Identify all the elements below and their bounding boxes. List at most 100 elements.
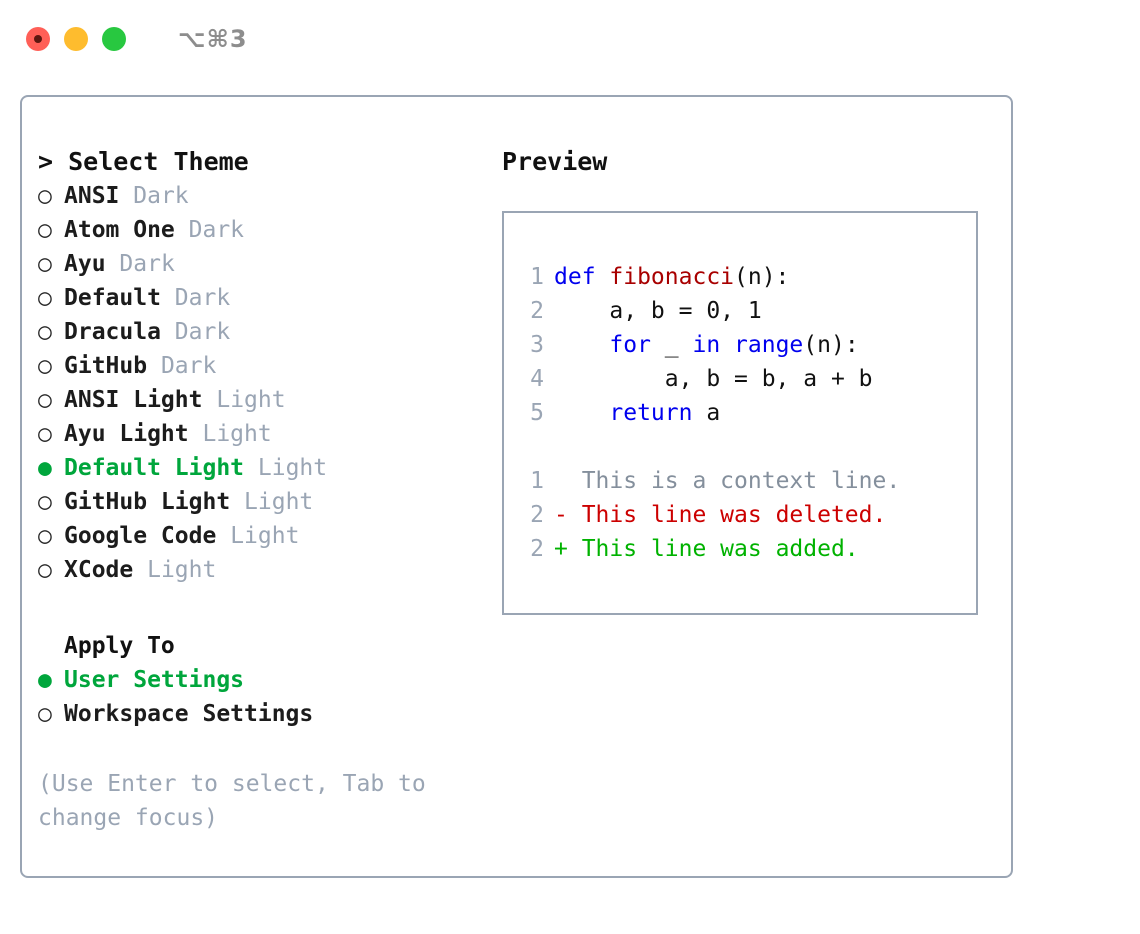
theme-name: ANSI — [64, 183, 120, 209]
apply-to-title: Apply To — [64, 633, 175, 659]
theme-name: Default — [64, 285, 161, 311]
diff-text: This is a context line. — [567, 468, 901, 494]
code-line-3: 3 for _ in range(n): — [520, 328, 970, 362]
line-number: 1 — [530, 264, 544, 290]
theme-tag — [202, 387, 216, 413]
theme-list-item-default-dark[interactable]: ○ Default Dark — [38, 281, 478, 315]
theme-tag-label: Light — [202, 421, 272, 447]
close-button[interactable] — [26, 27, 50, 51]
code-line-4: 4 a, b = b, a + b — [520, 362, 970, 396]
diff-text: This line was deleted. — [567, 502, 887, 528]
theme-tag — [147, 353, 161, 379]
code-keyword-2: in — [692, 332, 735, 358]
theme-tag — [189, 421, 203, 447]
code-function-name: fibonacci — [609, 264, 735, 290]
diff-sign: + — [554, 536, 568, 562]
theme-name: Ayu Light — [64, 421, 189, 447]
theme-name: Google Code — [64, 523, 217, 549]
theme-name: ANSI Light — [64, 387, 203, 413]
radio-icon: ○ — [38, 183, 52, 209]
preview-header: Preview — [502, 147, 608, 176]
theme-list-item-atom-one-dark[interactable]: ○Atom One Dark — [38, 213, 478, 247]
theme-tag-label: Light — [257, 455, 328, 481]
diff-text: This line was added. — [567, 536, 859, 562]
apply-to-option-label: Workspace Settings — [64, 701, 314, 727]
radio-icon: ○ — [38, 557, 52, 583]
theme-tag-label: Light — [244, 489, 314, 515]
code-keyword: return — [609, 400, 707, 426]
theme-selection-column: > Select Theme ○ANSI Dark ○Atom One Dark… — [38, 145, 478, 835]
theme-list-item-ansi-light[interactable]: ○ ANSI Light Light — [38, 383, 478, 417]
theme-list-item-github-light[interactable]: ○ GitHub Light Light — [38, 485, 478, 519]
theme-tag — [216, 523, 230, 549]
code-builtin: range — [734, 332, 804, 358]
apply-to-option-user-settings[interactable]: ●User Settings — [38, 663, 478, 697]
theme-tag-label: Dark — [174, 319, 231, 345]
diff-line-deleted: 2- This line was deleted. — [520, 498, 970, 532]
theme-name: GitHub — [64, 353, 148, 379]
diff-sign: - — [554, 502, 568, 528]
radio-icon: ○ — [38, 285, 52, 311]
radio-icon-selected: ● — [38, 667, 52, 693]
theme-list[interactable]: ○ANSI Dark ○Atom One Dark ○Ayu Dark ○Def… — [38, 179, 478, 587]
code-text: a — [706, 400, 721, 426]
diff-sign — [554, 468, 568, 494]
line-number: 2 — [530, 502, 544, 528]
line-number: 3 — [530, 332, 544, 358]
line-number: 5 — [530, 400, 544, 426]
radio-icon: ○ — [38, 489, 52, 515]
apply-to-section: Apply To ●User Settings ○ Workspace Setti… — [38, 629, 478, 731]
theme-tag — [106, 251, 120, 277]
code-indent — [554, 400, 609, 426]
theme-name: Ayu — [64, 251, 106, 277]
line-number: 2 — [530, 536, 544, 562]
theme-list-item-dracula-dark[interactable]: ○Dracula Dark — [38, 315, 478, 349]
theme-list-item-ayu-light[interactable]: ○ Ayu Light Light — [38, 417, 478, 451]
radio-icon: ○ — [38, 421, 52, 447]
maximize-button[interactable] — [102, 27, 126, 51]
theme-tag-label: Dark — [119, 251, 175, 277]
theme-list-item-ayu-dark[interactable]: ○Ayu Dark — [38, 247, 478, 281]
theme-name: XCode — [64, 557, 134, 583]
code-keyword: def — [554, 264, 610, 290]
theme-name: Atom One — [64, 217, 175, 243]
theme-name: GitHub Light — [64, 489, 231, 515]
theme-tag — [244, 455, 258, 481]
line-number: 1 — [530, 468, 544, 494]
theme-tag-label: Dark — [160, 353, 217, 379]
code-text: (n): — [734, 264, 790, 290]
code-text-2: (n): — [803, 332, 859, 358]
theme-list-item-github-dark[interactable]: ○ GitHub Dark — [38, 349, 478, 383]
theme-tag-label: Light — [216, 387, 286, 413]
diff-line-added: 2 + This line was added. — [520, 532, 970, 566]
window-titlebar: ⌥⌘3 — [0, 0, 1140, 78]
code-blank-line — [520, 430, 970, 464]
radio-icon: ○ — [38, 387, 52, 413]
diff-line-context: 1 This is a context line. — [520, 464, 970, 498]
apply-to-option-workspace-settings[interactable]: ○ Workspace Settings — [38, 697, 478, 731]
theme-list-item-google-code-light[interactable]: ○Google Code Light — [38, 519, 478, 553]
theme-tag-label: Dark — [174, 285, 231, 311]
minimize-button[interactable] — [64, 27, 88, 51]
code-keyword: for — [609, 332, 665, 358]
theme-list-item-ansi-dark[interactable]: ○ ANSI Dark — [38, 179, 478, 213]
theme-picker-panel: > Select Theme ○ANSI Dark ○Atom One Dark… — [20, 95, 1013, 878]
radio-icon: ○ — [38, 353, 52, 379]
code-text: _ — [664, 332, 693, 358]
theme-name: Default Light — [64, 455, 245, 481]
theme-list-item-xcode-light[interactable]: ○XCode Light — [38, 553, 478, 587]
line-number: 4 — [530, 366, 544, 392]
radio-icon: ○ — [38, 319, 52, 345]
theme-tag-label: Dark — [133, 183, 189, 209]
keyboard-hint-text: (Use Enter to select, Tab to change focu… — [38, 771, 426, 831]
radio-icon: ○ — [38, 701, 52, 727]
code-line-1: 1 def fibonacci(n): — [520, 260, 970, 294]
radio-icon-selected: ● — [38, 455, 52, 481]
theme-list-item-default-light[interactable]: ● Default Light Light — [38, 451, 478, 485]
theme-tag — [119, 183, 133, 209]
code-text: a, b = 0, 1 — [609, 298, 762, 324]
theme-tag — [230, 489, 244, 515]
code-indent — [554, 332, 609, 358]
